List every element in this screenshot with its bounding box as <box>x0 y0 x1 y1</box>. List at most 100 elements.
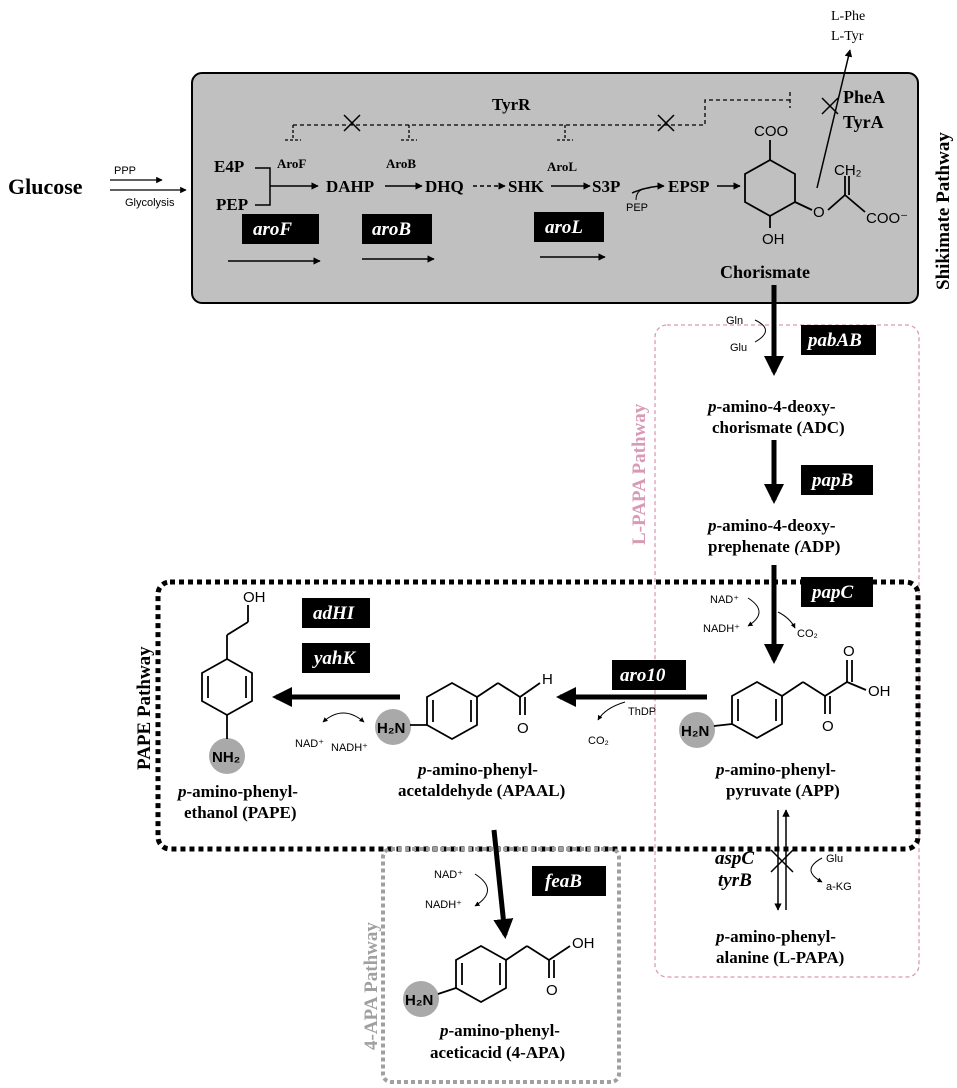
adp-label-line1: p-amino-4-deoxy- <box>706 516 836 535</box>
pape-nad-label: NAD⁺ <box>295 738 324 750</box>
pape-structure <box>201 605 253 717</box>
tyrr-arob-tbar <box>401 125 417 141</box>
e4p-label: E4P <box>214 157 244 176</box>
chorismate-coo: COO <box>754 123 788 140</box>
phea-label: PheA <box>843 87 885 107</box>
gene-tyrb-label: tyrB <box>718 870 752 891</box>
apaal-o: O <box>517 720 529 737</box>
app-h2n: H₂N <box>681 723 709 740</box>
papa-label-line1: p-amino-phenyl- <box>714 927 836 946</box>
papc-nad-label: NAD⁺ <box>710 594 739 606</box>
aro10-co2-curve <box>597 701 626 721</box>
chorismate-o: O <box>813 204 825 221</box>
gene-pabab-label: pabAB <box>806 330 862 351</box>
gene-box-yahk <box>302 643 370 673</box>
apaal-h: H <box>542 671 553 688</box>
chorismate-coo-minus: COO⁻ <box>866 210 908 227</box>
app-label-line2: pyruvate (APP) <box>726 781 840 800</box>
pep2-label: PEP <box>626 202 648 214</box>
chorismate-oh: OH <box>762 231 785 248</box>
aro10-co2-label: CO₂ <box>588 735 609 747</box>
s3p-label: S3P <box>592 177 620 196</box>
apaal-apa-arrow <box>491 829 514 939</box>
apaal-label-line2: acetaldehyde (APAAL) <box>398 781 565 800</box>
pape-pathway-title: PAPE Pathway <box>134 646 155 770</box>
app-structure <box>731 660 867 740</box>
apa-amine-bond <box>437 987 457 995</box>
chorismate-structure <box>744 140 866 228</box>
gln-label: Gln <box>726 315 743 327</box>
papc-co2-curve <box>777 611 796 629</box>
pape-amine-circle <box>209 738 245 774</box>
tyrr-label: TyrR <box>492 95 531 114</box>
gene-box-arol <box>534 212 604 242</box>
shk-label: SHK <box>508 177 545 196</box>
feab-nad-label: NAD⁺ <box>434 869 463 881</box>
tyrr-block-icon-1 <box>343 114 361 132</box>
tyrr-regulation-line <box>293 92 791 126</box>
apa-o: O <box>546 982 558 999</box>
apaal-h2n: H₂N <box>377 720 405 737</box>
gene-adhi-label: adHI <box>313 603 355 624</box>
feab-nadh-label: NADH⁺ <box>425 899 462 911</box>
gene-box-arob <box>362 214 432 244</box>
apa-label-line1: p-amino-phenyl- <box>438 1021 560 1040</box>
app-o-keto: O <box>822 718 834 735</box>
tyrr-arof-tbar <box>285 125 301 141</box>
epsp-label: EPSP <box>668 177 710 196</box>
thdp-label: ThDP <box>628 706 656 718</box>
arob-enzyme-label: AroB <box>386 156 416 171</box>
chorismate-ch2: CH₂ <box>834 162 862 179</box>
tyrr-arol-tbar <box>557 125 573 141</box>
glu-akg-curve <box>810 857 823 883</box>
pape-nh2: NH₂ <box>212 749 240 766</box>
tyra-label: TyrA <box>843 112 884 132</box>
apa-amine-circle <box>403 981 439 1017</box>
gene-yahk-label: yahK <box>312 648 357 669</box>
gene-box-papb <box>801 465 873 495</box>
gene-box-feab <box>532 866 606 896</box>
app-o-acid: O <box>843 643 855 660</box>
app-amine-bond <box>713 723 733 727</box>
papa-label-line2: alanine (L-PAPA) <box>716 948 844 967</box>
apaal-label-line1: p-amino-phenyl- <box>416 760 538 779</box>
arol-enzyme-label: AroL <box>547 159 577 174</box>
papc-nad-curve <box>747 597 760 627</box>
pape-oh: OH <box>243 589 266 606</box>
shikimate-pathway-title: Shikimate Pathway <box>933 132 954 290</box>
tyrr-block-icon-2 <box>657 114 675 132</box>
gene-arof-label: aroF <box>253 219 292 240</box>
lpapa-pathway-title: L-PAPA Pathway <box>629 403 650 545</box>
adc-label-line1: p-amino-4-deoxy- <box>706 397 836 416</box>
glu-label: Glu <box>730 342 747 354</box>
lpapa-box <box>654 324 920 978</box>
gene-arol-label: aroL <box>545 217 583 238</box>
apa-label-line2: aceticacid (4-APA) <box>430 1043 565 1062</box>
pape-label-line1: p-amino-phenyl- <box>176 782 298 801</box>
glycolysis-label: Glycolysis <box>125 197 175 209</box>
pape-nad-curve <box>322 712 365 723</box>
pape-label-line2: ethanol (PAPE) <box>184 803 297 822</box>
gene-aspc-label: aspC <box>715 848 754 869</box>
gene-aro10-label: aro10 <box>620 665 666 686</box>
lphe-label: L-Phe <box>831 9 865 24</box>
phea-block-icon <box>821 97 839 115</box>
shikimate-box <box>191 72 919 304</box>
apa-oh: OH <box>572 935 595 952</box>
apa-h2n: H₂N <box>405 992 433 1009</box>
gene-papc-label: papC <box>810 582 854 603</box>
app-amine-circle <box>679 712 715 748</box>
pep-cosubstrate-arrow <box>635 187 651 201</box>
app-oh: OH <box>868 683 891 700</box>
ltyr-label: L-Tyr <box>831 29 864 44</box>
e4p-pep-bracket <box>255 167 318 206</box>
dhq-label: DHQ <box>425 177 464 196</box>
papc-co2-label: CO₂ <box>797 628 818 640</box>
pape-nadh-label: NADH⁺ <box>331 742 368 754</box>
pep-label: PEP <box>216 195 248 214</box>
pape-box <box>155 579 921 852</box>
chorismate-label: Chorismate <box>720 262 810 282</box>
gene-box-arof <box>242 214 319 244</box>
feab-nad-curve <box>474 873 488 907</box>
